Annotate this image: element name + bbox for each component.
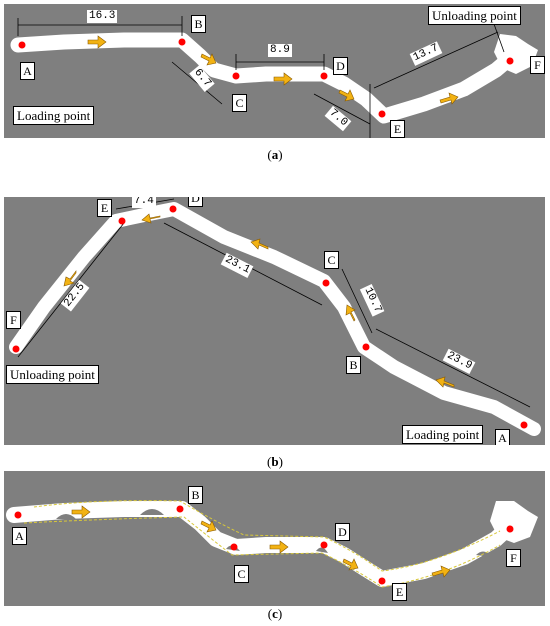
point-c-marker bbox=[230, 543, 238, 551]
point-d-marker bbox=[320, 541, 328, 549]
flow-arrow bbox=[345, 304, 356, 322]
panel-a-drawing bbox=[10, 16, 538, 138]
point-a-marker bbox=[520, 421, 528, 429]
flow-arrow bbox=[435, 376, 455, 388]
flow-arrow bbox=[342, 558, 359, 571]
flow-arrow bbox=[338, 89, 355, 102]
point-label-e: E bbox=[97, 199, 112, 217]
tunnel-path bbox=[6, 501, 517, 587]
unloading-point-label: Unloading point bbox=[6, 365, 99, 384]
point-c-marker bbox=[322, 279, 330, 287]
loading-point-label: Loading point bbox=[13, 106, 95, 125]
point-f-marker bbox=[506, 525, 514, 533]
distance-cd: 8.9 bbox=[268, 44, 292, 57]
tunnel-path bbox=[10, 32, 517, 124]
flow-arrow bbox=[273, 72, 293, 86]
distance-ed: 7.4 bbox=[132, 197, 156, 208]
point-f-marker bbox=[12, 345, 20, 353]
point-label-f: F bbox=[6, 311, 21, 329]
station-points bbox=[12, 205, 528, 429]
point-label-c: C bbox=[232, 94, 247, 112]
point-label-a: A bbox=[20, 62, 35, 80]
point-d-marker bbox=[320, 72, 328, 80]
tunnel-path bbox=[9, 202, 541, 436]
station-points bbox=[14, 505, 514, 585]
point-label-a: A bbox=[12, 527, 27, 545]
station-points bbox=[18, 38, 514, 118]
point-b-marker bbox=[176, 505, 184, 513]
loading-point-label: Loading point bbox=[402, 425, 484, 444]
caption-b: (b) bbox=[267, 454, 283, 469]
point-b-marker bbox=[362, 343, 370, 351]
point-label-f: F bbox=[506, 549, 521, 567]
panel-b: 7.4 23.1 10.7 23.9 22.5 A B C D E F Unlo… bbox=[4, 197, 545, 445]
flow-arrow bbox=[63, 270, 77, 287]
point-e-marker bbox=[378, 577, 386, 585]
point-d-marker bbox=[169, 205, 177, 213]
point-label-b: B bbox=[188, 486, 203, 504]
unloading-chamber bbox=[490, 501, 538, 543]
panel-a: 16.3 6.7 8.9 7.0 13.7 A B C D E F Loadin… bbox=[4, 4, 545, 138]
point-label-c: C bbox=[234, 565, 249, 583]
flow-arrows bbox=[87, 35, 459, 105]
point-e-marker bbox=[378, 110, 386, 118]
panel-c-drawing bbox=[6, 500, 538, 588]
point-a-marker bbox=[18, 41, 26, 49]
panel-c: A B C D E F bbox=[4, 471, 545, 606]
flow-arrow bbox=[431, 565, 451, 578]
distance-ab: 16.3 bbox=[87, 10, 118, 23]
caption-c: (c) bbox=[267, 606, 283, 621]
unloading-point-label: Unloading point bbox=[428, 6, 521, 25]
point-label-d: D bbox=[335, 523, 350, 541]
flow-arrow bbox=[269, 540, 289, 554]
flow-arrow bbox=[141, 213, 161, 224]
unloading-chamber bbox=[494, 34, 538, 74]
flow-arrow bbox=[71, 505, 91, 519]
point-label-f: F bbox=[530, 56, 545, 74]
point-a-marker bbox=[14, 511, 22, 519]
flow-arrow bbox=[250, 238, 269, 250]
caption-a: (a) bbox=[267, 147, 283, 162]
point-label-d: D bbox=[188, 197, 203, 207]
point-b-marker bbox=[178, 38, 186, 46]
flow-arrow bbox=[200, 520, 217, 533]
point-f-marker bbox=[506, 57, 514, 65]
flow-arrow bbox=[87, 35, 107, 49]
point-label-a: A bbox=[495, 429, 510, 445]
point-label-c: C bbox=[324, 251, 339, 269]
point-label-d: D bbox=[333, 57, 348, 75]
flow-arrow bbox=[439, 92, 459, 105]
boundary-lines bbox=[23, 500, 501, 588]
point-e-marker bbox=[118, 217, 126, 225]
panel-b-drawing bbox=[9, 198, 541, 436]
point-label-e: E bbox=[390, 120, 405, 138]
point-label-b: B bbox=[191, 15, 206, 33]
point-label-e: E bbox=[392, 583, 407, 601]
flow-arrows bbox=[63, 213, 455, 388]
flow-arrows bbox=[71, 505, 451, 578]
point-c-marker bbox=[232, 72, 240, 80]
dimension-lines bbox=[17, 16, 505, 138]
flow-arrow bbox=[200, 53, 217, 66]
point-label-b: B bbox=[346, 356, 361, 374]
